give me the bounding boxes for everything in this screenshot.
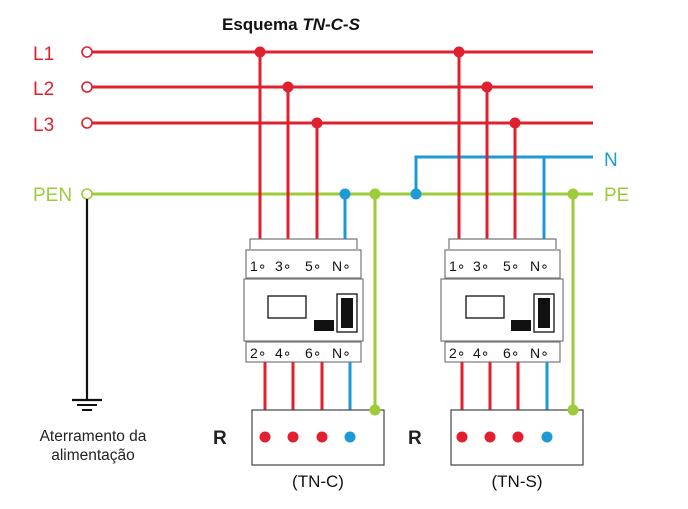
breaker-left: 1∘ 3∘ 5∘ N∘ 2∘ 4∘ 6∘ N∘: [243, 46, 381, 437]
term-left-top-1: 1∘: [250, 258, 267, 274]
breaker-right-window: [465, 295, 505, 319]
junction-pen-split: [410, 188, 422, 200]
junction-left-l3: [311, 117, 323, 129]
terminal-l1: [81, 46, 93, 58]
ground-caption-line2: alimentação: [51, 447, 135, 464]
label-pen: PEN: [33, 185, 72, 206]
wire-n: [414, 155, 593, 195]
term-right-top-3: 3∘: [473, 258, 490, 274]
term-right-bottom-n: N∘: [530, 345, 549, 361]
terminal-l2: [81, 81, 93, 93]
ground-caption-line1: Aterramento da: [40, 428, 147, 445]
junction-left-pe: [369, 188, 381, 200]
term-right-top-5: 5∘: [503, 258, 520, 274]
load-right-label: R: [408, 428, 422, 449]
label-l1: L1: [33, 44, 54, 65]
term-right-bottom-4: 4∘: [473, 345, 490, 361]
term-right-bottom-2: 2∘: [449, 345, 466, 361]
term-left-bottom-n: N∘: [332, 345, 351, 361]
term-left-bottom-6: 6∘: [305, 345, 322, 361]
ground-symbol-icon: [72, 398, 102, 411]
breaker-right-indicator: [511, 320, 531, 331]
term-right-top-1: 1∘: [449, 258, 466, 274]
term-left-top-n: N∘: [332, 258, 351, 274]
terminal-l3: [81, 117, 93, 129]
breaker-left-indicator: [314, 320, 334, 331]
term-left-top-5: 5∘: [305, 258, 322, 274]
junction-left-l1: [254, 46, 266, 58]
label-n: N: [604, 150, 618, 171]
junction-left-pen-n: [339, 188, 351, 200]
breaker-left-window: [267, 295, 307, 319]
load-right-caption: (TN-S): [492, 472, 543, 491]
load-right: [450, 404, 584, 466]
junction-right-l2: [481, 81, 493, 93]
term-left-bottom-2: 2∘: [250, 345, 267, 361]
term-right-bottom-6: 6∘: [503, 345, 520, 361]
breaker-left-lever: [341, 298, 353, 328]
breaker-right: 1∘ 3∘ 5∘ N∘ 2∘ 4∘ 6∘ N∘: [440, 46, 579, 437]
junction-right-l1: [453, 46, 465, 58]
junction-left-l2: [282, 81, 294, 93]
load-left: [251, 404, 385, 466]
label-l3: L3: [33, 115, 54, 136]
load-left-caption: (TN-C): [292, 472, 344, 491]
term-right-top-n: N∘: [530, 258, 549, 274]
junction-right-pe: [567, 188, 579, 200]
label-l2: L2: [33, 79, 54, 100]
term-left-top-3: 3∘: [275, 258, 292, 274]
term-left-bottom-4: 4∘: [275, 345, 292, 361]
breaker-right-lever: [538, 298, 550, 328]
terminal-pen: [81, 188, 93, 200]
load-left-label: R: [213, 428, 227, 449]
label-pe: PE: [604, 185, 629, 206]
diagram-title: Esquema TN-C-S: [222, 15, 361, 34]
junction-right-l3: [509, 117, 521, 129]
